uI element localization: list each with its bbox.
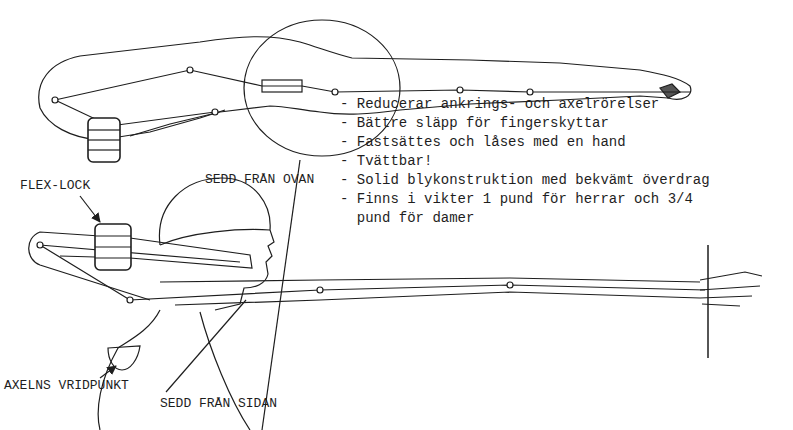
part-name: FLEX-LOCK [20,178,90,193]
hand-top [660,84,680,98]
torso [98,310,250,430]
arrow-line [166,300,246,392]
skeleton-top [55,70,690,100]
forearm-top [40,108,225,140]
part-name: AXELNS VRIDPUNKT [4,378,129,393]
feature-item: - Solid blykonstruktion med bekvämt över… [340,171,710,190]
feature-item: - Fastsättes och låses med en hand [340,133,626,152]
bow-hand [700,272,762,306]
bow [707,245,709,358]
leader-flexlock [80,196,100,222]
flex-lock-side [95,224,131,270]
view-caption: SEDD FRÅN OVAN [205,172,314,187]
skeleton-bow [130,285,705,300]
flex-lock-top [88,118,120,162]
body-outline-top [39,37,691,136]
feature-item: - Reducerar ankrings- och axelrörelser [340,95,659,114]
shoulder-block-top [262,80,302,92]
shoulder-pivot [108,346,140,370]
feature-item: - Tvättbar! [340,152,432,171]
feature-item: - Finns i vikter 1 pund för herrar och 3… [340,190,710,228]
feature-item: - Bättre släpp för fingerskyttar [340,114,609,133]
bow-arm [160,278,700,305]
head [159,178,274,310]
drawing-arm [29,232,252,300]
bowstring [262,160,300,430]
skeleton-forearm-top [55,100,215,126]
view-caption: SEDD FRÅN SIDAN [160,396,277,411]
leader-pivot [100,366,116,378]
cap-line [160,230,270,245]
skeleton-draw [40,245,240,300]
